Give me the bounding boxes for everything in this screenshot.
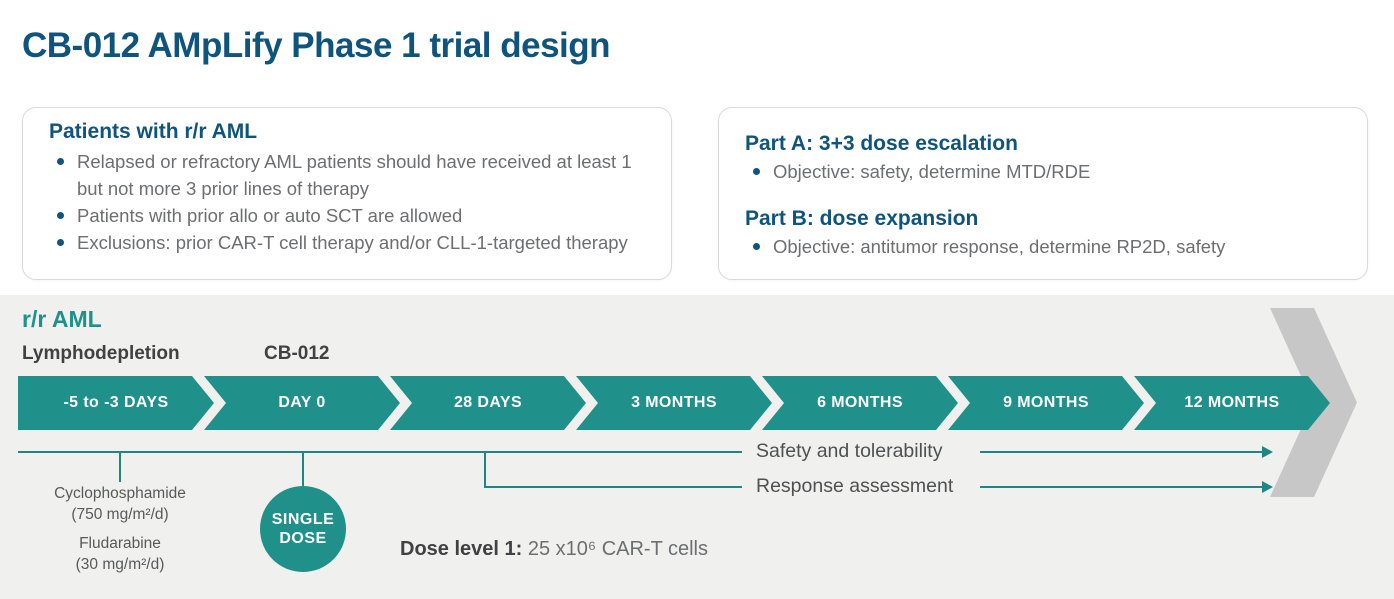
part-b-bullet-list: Objective: antitumor response, determine… [745,233,1341,260]
lymphodepletion-label: Lymphodepletion [22,343,180,364]
study-parts-box: Part A: 3+3 dose escalation Objective: s… [718,107,1368,280]
bullet-text: Objective: safety, determine MTD/RDE [773,161,1091,182]
dose-level-value: 25 x10⁶ CAR-T cells [522,538,708,560]
milestone-segment: 28 DAYS [390,376,586,430]
bullet-item: Relapsed or refractory AML patients shou… [49,148,645,202]
bullet-item: Objective: antitumor response, determine… [745,233,1341,260]
timeline-chevron-band: -5 to -3 DAYS DAY 0 28 DAYS 3 MONTHS 6 M… [18,376,1330,430]
arrow-right-icon [1262,446,1273,458]
lymphodepletion-tick [119,451,121,482]
branch-connector-horizontal [484,486,742,488]
response-track-label: Response assessment [756,475,954,497]
bullet-item: Patients with prior allo or auto SCT are… [49,202,645,229]
bullet-dot-icon [753,243,760,250]
milestone-segment: DAY 0 [204,376,400,430]
timeline-panel [0,295,1394,599]
drug-dose: (750 mg/m²/d) [71,506,169,523]
bullet-text: Patients with prior allo or auto SCT are… [77,205,463,226]
patients-bullet-list: Relapsed or refractory AML patients shou… [49,148,645,256]
cb012-label: CB-012 [264,343,330,364]
drug-dose: (30 mg/m²/d) [75,556,165,573]
page-title: CB-012 AMpLify Phase 1 trial design [22,26,611,65]
part-a-heading: Part A: 3+3 dose escalation [745,132,1018,155]
bullet-dot-icon [57,158,64,165]
drug-name: Cyclophosphamide [54,485,186,502]
single-dose-tick [302,451,304,489]
milestone-segment: 3 MONTHS [576,376,772,430]
bullet-dot-icon [57,212,64,219]
bullet-dot-icon [753,168,760,175]
bullet-item: Objective: safety, determine MTD/RDE [745,158,1341,185]
part-b-heading: Part B: dose expansion [745,207,979,230]
lymphodepletion-drugs: Cyclophosphamide (750 mg/m²/d) Fludarabi… [30,483,210,575]
dose-level-label: Dose level 1: [400,538,523,560]
single-dose-line2: DOSE [279,530,327,547]
bullet-text: Objective: antitumor response, determine… [773,236,1226,257]
single-dose-line1: SINGLE [271,511,335,528]
population-label: r/r AML [22,306,102,332]
patients-box: Patients with r/r AML Relapsed or refrac… [22,107,672,280]
response-track-arrow-line [980,486,1262,488]
part-a-bullet-list: Objective: safety, determine MTD/RDE [745,158,1341,185]
bullet-text: Relapsed or refractory AML patients shou… [77,151,632,199]
milestone-segment: 9 MONTHS [948,376,1144,430]
safety-track-label: Safety and tolerability [756,440,943,462]
milestone-segment: 6 MONTHS [762,376,958,430]
bullet-dot-icon [57,239,64,246]
single-dose-badge: SINGLE DOSE [260,486,346,572]
branch-connector-vertical [484,451,486,488]
safety-track-arrow-line [980,451,1262,453]
dose-level-annotation: Dose level 1: 25 x10⁶ CAR-T cells [400,538,708,561]
bullet-text: Exclusions: prior CAR-T cell therapy and… [77,232,628,253]
main-connector-line [18,451,742,453]
patients-box-heading: Patients with r/r AML [49,120,258,143]
milestone-segment: 12 MONTHS [1134,376,1330,430]
milestone-segment: -5 to -3 DAYS [18,376,214,430]
bullet-item: Exclusions: prior CAR-T cell therapy and… [49,229,645,256]
arrow-right-icon [1262,481,1273,493]
drug-name: Fludarabine [79,535,161,552]
